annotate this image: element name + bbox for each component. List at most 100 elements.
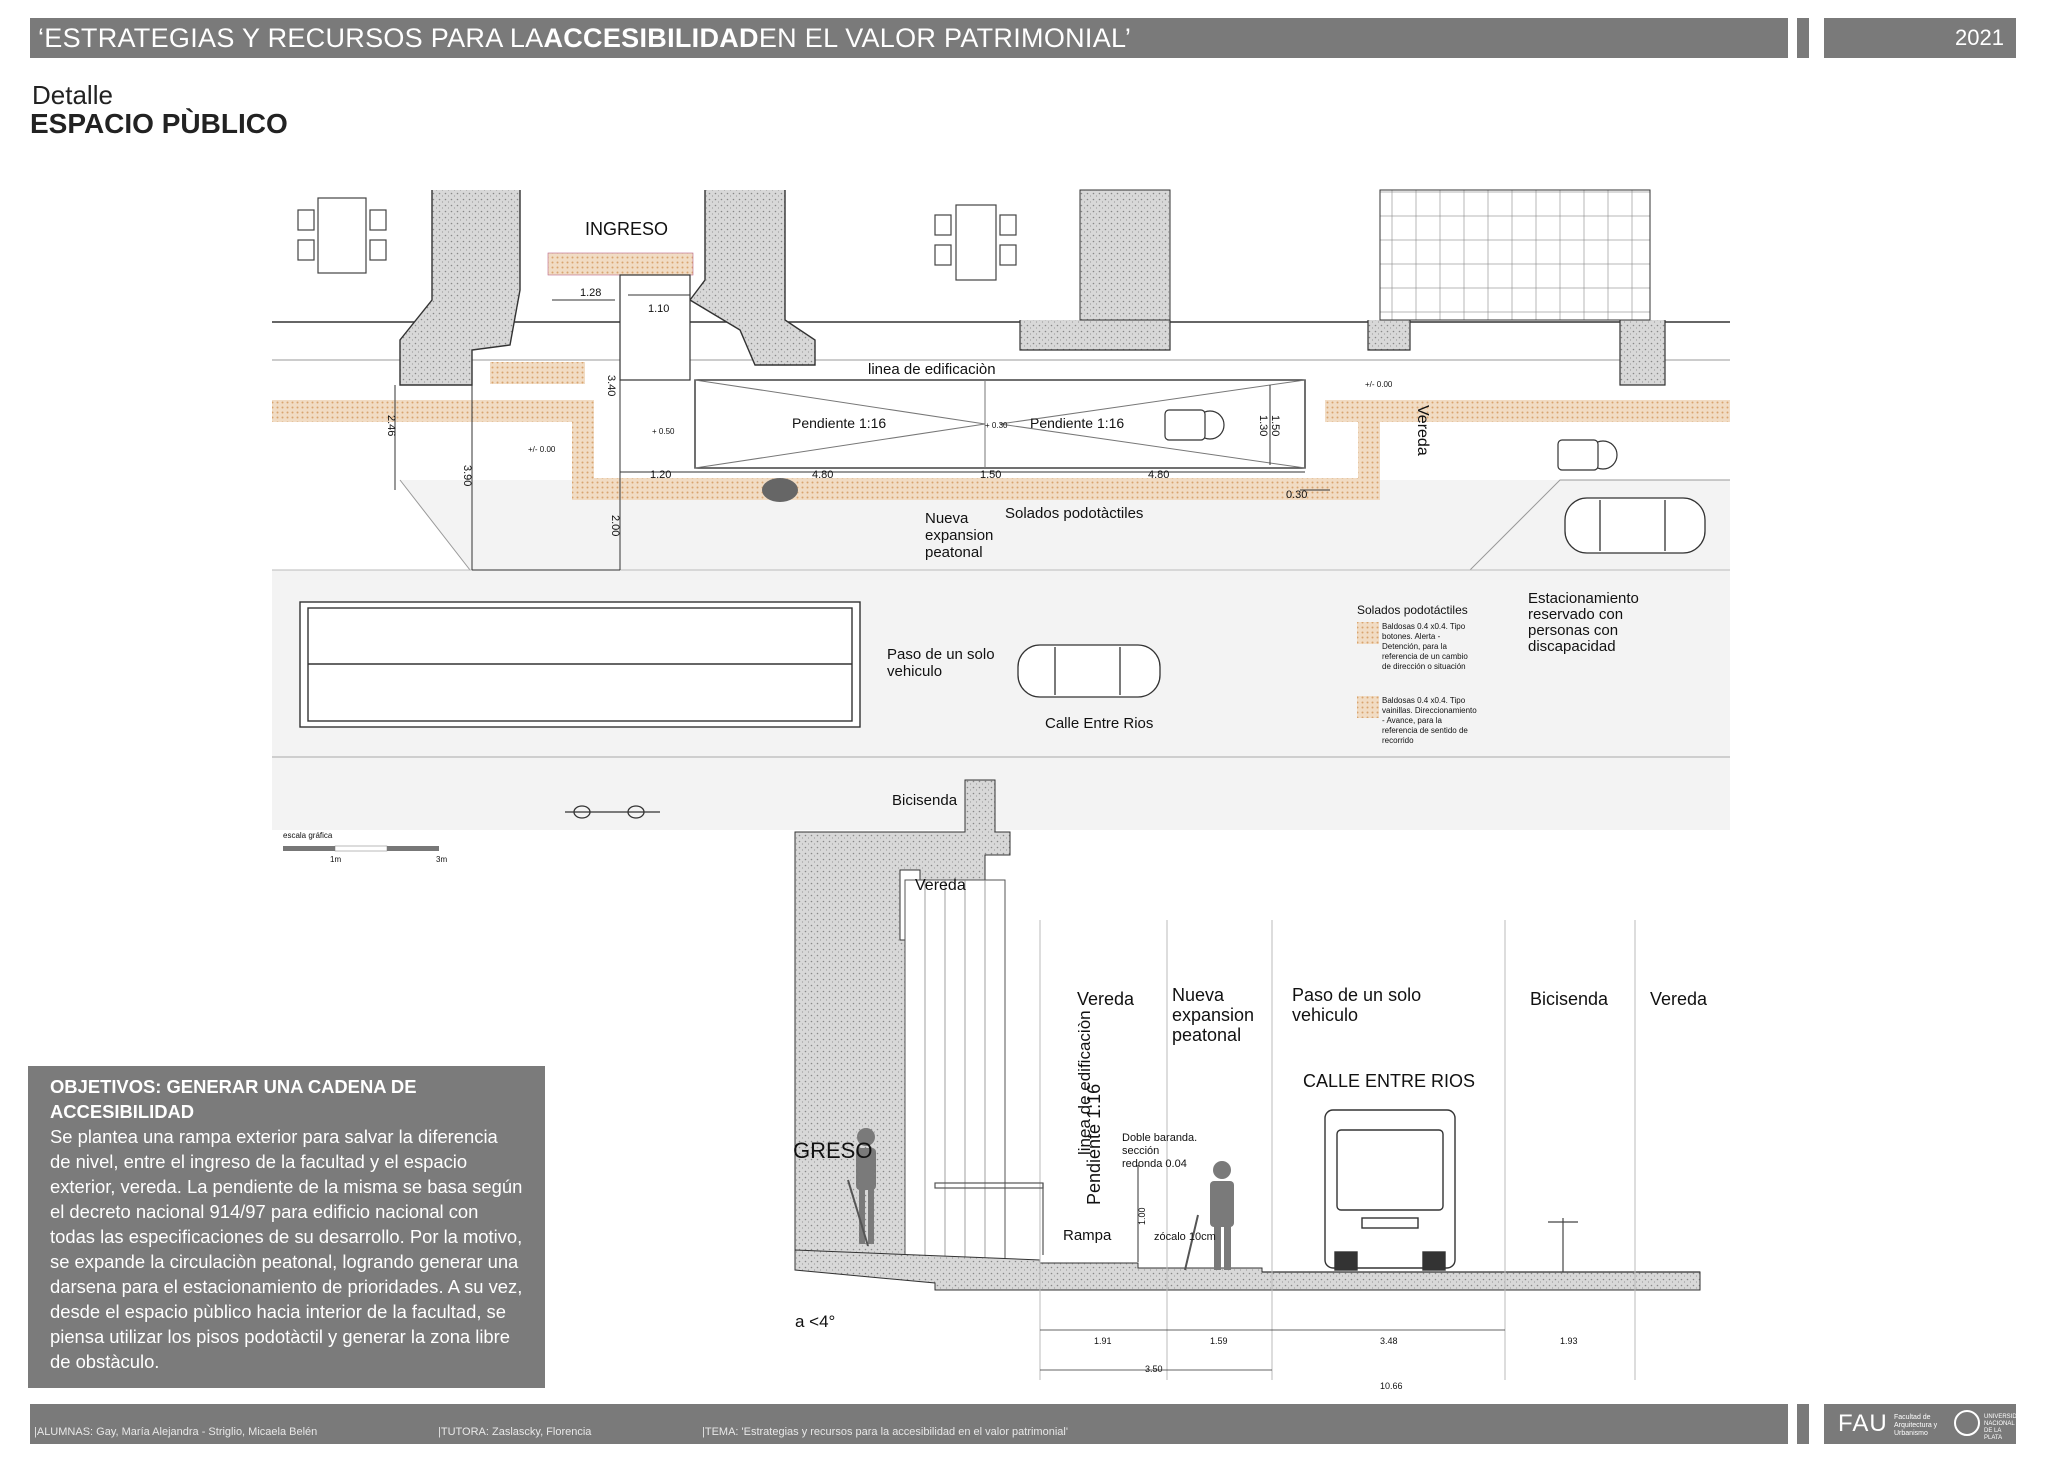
level-000-right: +/- 0.00 [1365, 380, 1393, 389]
wet-area [1379, 189, 1651, 321]
table-set-2 [934, 204, 1017, 281]
column-5 [1619, 320, 1666, 386]
col-bicisenda-label: Bicisenda [1530, 989, 1609, 1009]
estacionamiento-l3: personas con [1528, 622, 1618, 639]
bus-icon-section [1324, 1109, 1456, 1271]
scale-bar-2 [334, 845, 388, 852]
scale-3m: 3m [436, 855, 447, 864]
tactile-strip-right [1325, 400, 1730, 422]
bicycle-icon-section [1548, 1218, 1578, 1272]
unlp-text: UNIVERSIDAD NACIONAL DE LA PLATA [1984, 1414, 2026, 1441]
car-icon-street [1017, 644, 1161, 698]
bicisenda-plan-label: Bicisenda [892, 792, 958, 809]
person-with-cane-icon [847, 1128, 876, 1247]
col-paso-l2: vehiculo [1292, 1005, 1358, 1025]
dim-193: 1.93 [1560, 1336, 1578, 1346]
legend-item1-l2: botones. Alerta - [1382, 632, 1441, 641]
dim-191: 1.91 [1094, 1336, 1112, 1346]
col-nueva-l2: expansion [1172, 1005, 1254, 1025]
objectives-title: OBJETIVOS: GENERAR UNA CADENA DE ACCESIB… [50, 1076, 417, 1122]
fau-logo: FAU [1838, 1410, 1888, 1437]
bus-icon-plan [299, 601, 861, 728]
legend-swatch-2 [1357, 696, 1379, 718]
estacionamiento-l4: discapacidad [1528, 638, 1616, 655]
title-bold: ACCESIBILIDAD [543, 22, 759, 53]
section-facade [904, 879, 1006, 1261]
col-vereda-label: Vereda [1077, 989, 1135, 1009]
legend-item1-l5: de dirección o situación [1382, 662, 1466, 671]
entrance-tactile [547, 252, 694, 276]
dim-200: 2.00 [609, 515, 621, 536]
scale-1m: 1m [330, 855, 341, 864]
paso-label-l1: Paso de un solo [887, 646, 995, 663]
column-2 [688, 190, 816, 366]
dim-128: 1.28 [580, 287, 601, 299]
page-heading: ESPACIO PÙBLICO [30, 108, 288, 139]
fau-subtitle: Facultad de Arquitectura y Urbanismo [1894, 1414, 1938, 1437]
baranda-l2: sección [1122, 1145, 1159, 1157]
vereda-top-label: Vereda [915, 877, 966, 894]
dim-480b: 4.80 [1148, 469, 1169, 481]
legend-item2-l4: referencia de sentido de [1382, 726, 1468, 735]
year-bar: 2021 [1824, 18, 2016, 58]
legend: Solados podotáctiles Baldosas 0.4 x0.4. … [1357, 603, 1477, 745]
dim-246: 2.46 [385, 415, 397, 436]
column-4 [1367, 320, 1411, 351]
dim-120: 1.20 [650, 469, 671, 481]
car-icon-parking [1564, 497, 1706, 554]
footer-bar: |ALUMNAS: Gay, María Alejandra - Strigli… [30, 1404, 1788, 1444]
ingreso-label: INGRESO [585, 219, 668, 239]
nueva-expansion-l2: expansion [925, 527, 993, 544]
slope-label: a <4° [795, 1312, 835, 1331]
linea-vertical-label: linea de edificaciòn [1075, 1010, 1094, 1155]
objectives-text: Se plantea una rampa exterior para salva… [50, 1126, 523, 1372]
dim-340: 3.40 [605, 375, 617, 396]
dim-390: 3.90 [461, 465, 473, 486]
person-standing-icon [1184, 1161, 1234, 1271]
legend-title: Solados podotáctiles [1357, 603, 1468, 617]
subtitle: Detalle [32, 80, 113, 110]
title-bar: ‘ESTRATEGIAS Y RECURSOS PARA LA ACCESIBI… [30, 18, 1788, 58]
col-vereda2-label: Vereda [1650, 989, 1708, 1009]
nueva-expansion-l1: Nueva [925, 510, 969, 527]
scale-bar-1 [283, 846, 335, 851]
tactile-strip-r-vert [1358, 400, 1380, 500]
tactile-strip-left [272, 400, 592, 422]
ground-profile [794, 1249, 1701, 1291]
tactile-strip-bottom [572, 478, 1380, 500]
legend-item2-l3: - Avance, para la [1382, 716, 1442, 725]
pendiente-label-2: Pendiente 1:16 [1030, 415, 1124, 431]
pendiente-bg-label: Pendiente 1:16 [1084, 1084, 1104, 1205]
linea-edificacion-label: linea de edificaciòn [868, 361, 996, 378]
ingreso-bg-label: GRESO [793, 1138, 872, 1163]
wheelchair-icon-plan-2 [1557, 439, 1618, 471]
title-post: EN EL VALOR PATRIMONIAL’ [758, 22, 1132, 53]
section-view: Vereda linea de edificaciòn Vereda Nueva… [793, 779, 1708, 1391]
level-000-left: +/- 0.00 [528, 445, 556, 454]
paso-label-l2: vehiculo [887, 663, 942, 680]
person-icon-plan [762, 478, 798, 502]
scale-bar-3 [387, 846, 439, 851]
col-nueva-l1: Nueva [1172, 985, 1225, 1005]
column-6 [1079, 189, 1171, 321]
rampa-label: Rampa [1063, 1227, 1112, 1244]
baranda-l1: Doble baranda. [1122, 1132, 1197, 1144]
dim-150-vert: 1.50 [1269, 415, 1281, 436]
dim-1066: 10.66 [1380, 1381, 1403, 1391]
col-nueva-l3: peatonal [1172, 1025, 1241, 1045]
year: 2021 [1955, 25, 2004, 50]
legend-item2-l5: recorrido [1382, 736, 1414, 745]
pendiente-label-1: Pendiente 1:16 [792, 415, 886, 431]
zocalo-label: zócalo 10cm [1154, 1231, 1216, 1243]
objectives-panel: OBJETIVOS: GENERAR UNA CADENA DE ACCESIB… [28, 1066, 545, 1388]
dim-110: 1.10 [648, 303, 669, 315]
legend-item1-l3: Detención, para la [1382, 642, 1447, 651]
plan-dimensions [394, 294, 1330, 571]
estacionamiento-l2: reservado con [1528, 606, 1623, 623]
dim-150: 1.50 [980, 469, 1001, 481]
footer-tema: |TEMA: 'Estrategias y recursos para la a… [702, 1426, 1068, 1438]
col-paso-l1: Paso de un solo [1292, 985, 1421, 1005]
footer-logo: FAU Facultad de Arquitectura y Urbanismo… [1824, 1404, 2026, 1444]
solados-label: Solados podotàctiles [1005, 505, 1143, 522]
legend-item2-l2: vainillas. Direccionamiento [1382, 706, 1477, 715]
